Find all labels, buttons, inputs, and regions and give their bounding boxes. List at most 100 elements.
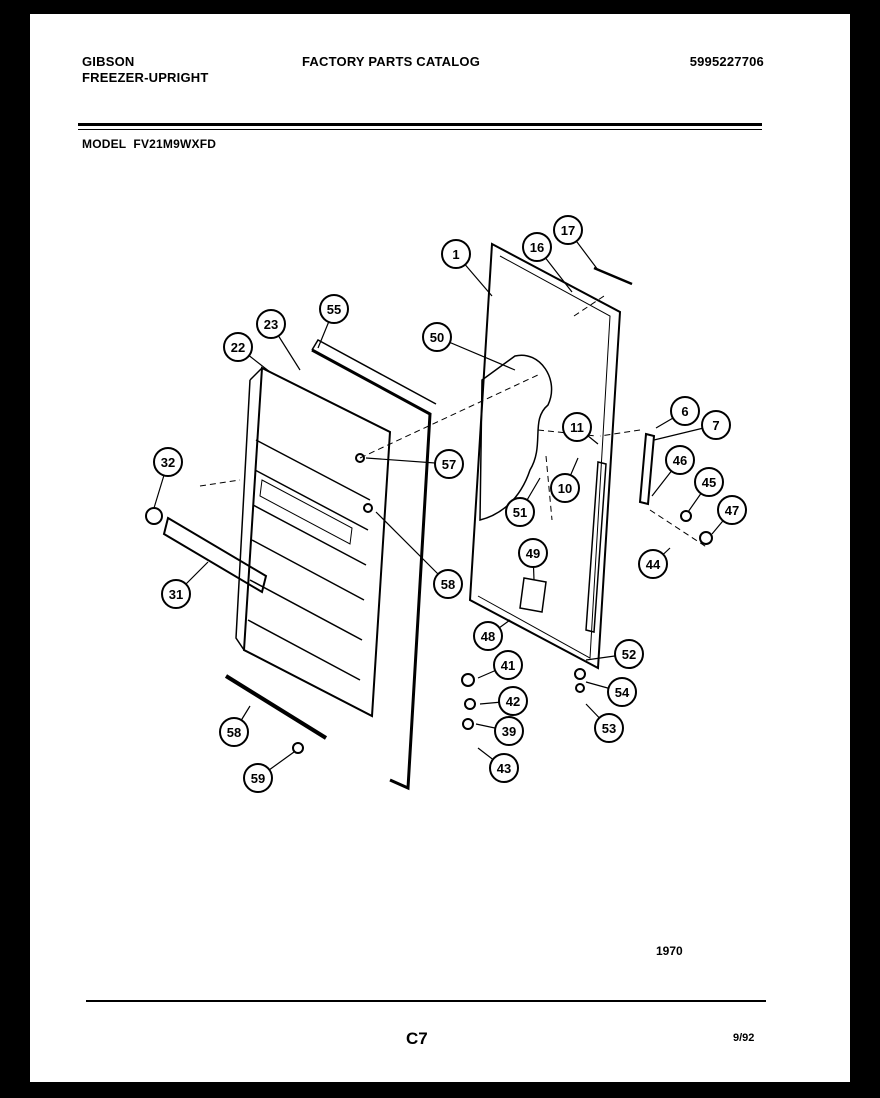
callout-bubble [562,412,592,442]
callout-bubble [493,650,523,680]
footer-rule [86,1000,766,1002]
footer-date: 9/92 [733,1032,755,1044]
product-label: FREEZER-UPRIGHT [82,70,209,85]
callout-bubble [717,495,747,525]
figure-code: 1970 [656,944,683,958]
callout-49: 49 [518,538,548,568]
door-gasket [311,348,432,791]
liner-shelf [247,439,371,681]
washer-54 [574,668,586,680]
door-bracket [519,577,547,613]
bushing-47 [699,531,713,545]
callout-number: 57 [442,457,456,472]
callout-bubble [494,716,524,746]
door-insulation [479,354,553,521]
spacer-45 [680,510,692,522]
callout-bubble [489,753,519,783]
callout-41: 41 [493,650,523,680]
screw-59 [292,742,304,754]
callout-22: 22 [223,332,253,362]
washer-41 [461,673,475,687]
header-rule-thin [78,129,762,130]
callout-number: 10 [558,481,572,496]
callout-bubble [256,309,286,339]
callout-bubble [243,763,273,793]
callout-47: 47 [717,495,747,525]
nut-39 [462,718,474,730]
callout-number: 50 [430,330,444,345]
door-side-channel [585,461,607,633]
callout-number: 32 [161,455,175,470]
callout-bubble [422,322,452,352]
callout-number: 42 [506,694,520,709]
callout-number: 7 [712,418,719,433]
model-number: FV21M9WXFD [133,137,217,151]
callout-55: 55 [319,294,349,324]
callout-number: 59 [251,771,265,786]
callout-23: 23 [256,309,286,339]
callout-1: 1 [441,239,471,269]
bushing-42 [464,698,476,710]
callout-31: 31 [161,579,191,609]
trim-bar [593,266,633,286]
assembly-leader-lines [199,295,709,549]
callout-bubble [473,621,503,651]
callout-51: 51 [505,497,535,527]
catalog-title: FACTORY PARTS CATALOG [302,54,481,69]
callout-number: 51 [513,505,527,520]
callout-bubble [701,410,731,440]
callout-17: 17 [553,215,583,245]
model-line: MODEL FV21M9WXFD [82,137,216,151]
callout-42: 42 [498,686,528,716]
callout-39: 39 [494,716,524,746]
callout-number: 47 [725,503,739,518]
callout-bubble [433,569,463,599]
callout-number: 55 [327,302,341,317]
callout-number: 46 [673,453,687,468]
door-outer-panel-inner-edge [477,255,611,659]
callout-number: 44 [646,557,661,572]
callout-bubble [638,549,668,579]
callout-number: 31 [169,587,183,602]
model-label: MODEL [82,137,127,151]
inner-liner-back [235,367,263,651]
callout-number: 54 [615,685,630,700]
callout-number: 1 [452,247,459,262]
catalog-sheet: GIBSON FREEZER-UPRIGHT FACTORY PARTS CAT… [30,14,850,1082]
callout-number: 41 [501,658,515,673]
callout-bubble [550,473,580,503]
callout-57: 57 [434,449,464,479]
callout-bubble [614,639,644,669]
callout-bubble [223,332,253,362]
callout-bubble [553,215,583,245]
catalog-number: 5995227706 [689,54,764,69]
callout-bubble [219,717,249,747]
callout-bubble [665,445,695,475]
callout-bubble [441,239,471,269]
callout-number: 49 [526,546,540,561]
callout-46: 46 [665,445,695,475]
callout-6: 6 [670,396,700,426]
callout-32: 32 [153,447,183,477]
door-gasket-top [311,338,437,405]
callout-45: 45 [694,467,724,497]
callout-59: 59 [243,763,273,793]
header-rule-thick [78,123,762,126]
callout-bubble [522,232,552,262]
callout-bubble [434,449,464,479]
shelf-bar [162,516,268,594]
callout-50: 50 [422,322,452,352]
callout-7: 7 [701,410,731,440]
hinge-cap-32 [145,507,163,525]
hinge-bracket [638,432,656,506]
callout-10: 10 [550,473,580,503]
screw-56 [363,503,373,513]
screw-57 [355,453,365,463]
bottom-rail [224,674,328,740]
callout-bubble [153,447,183,477]
callout-bubble [161,579,191,609]
washer-54b [575,683,585,693]
callout-58: 58 [433,569,463,599]
